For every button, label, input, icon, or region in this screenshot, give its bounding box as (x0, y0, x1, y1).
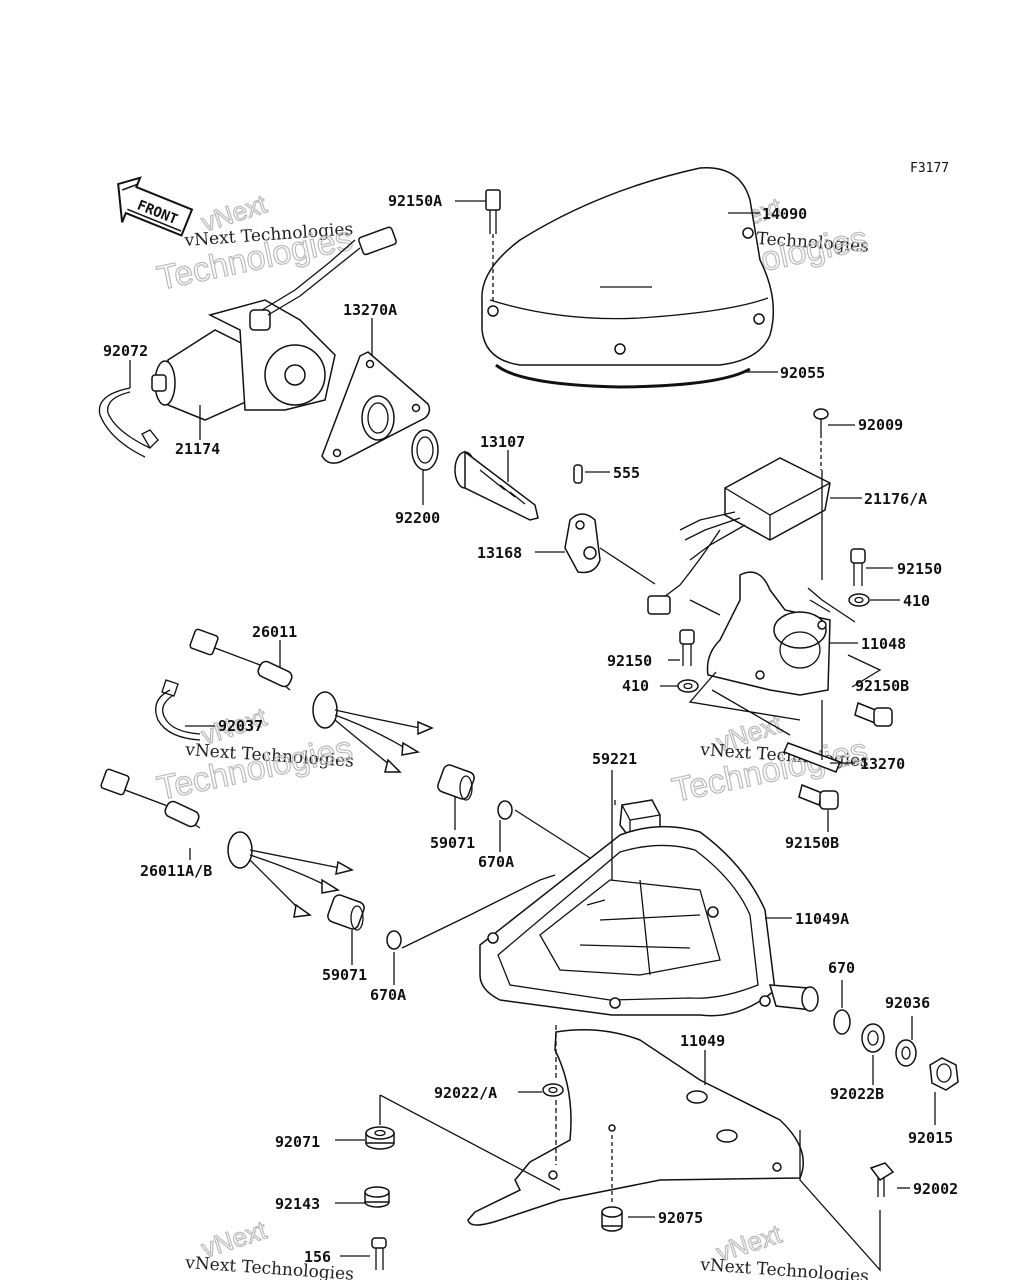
strap-92072 (98, 387, 159, 458)
label-670A-lower: 670A (370, 986, 406, 1004)
label-13270: 13270 (860, 755, 905, 773)
screw-156 (371, 1237, 387, 1270)
module-21176A (647, 457, 831, 615)
label-92150B-upper: 92150B (855, 677, 909, 695)
bolt-92150B-upper (854, 701, 893, 727)
strap-92037 (155, 679, 201, 741)
watermark-bottom-right: vNext vNext Technologies (699, 1218, 870, 1280)
label-92072: 92072 (103, 342, 148, 360)
label-92037: 92037 (218, 717, 263, 735)
link-13270 (782, 742, 841, 773)
fitting-59071-upper (437, 764, 475, 801)
label-92143: 92143 (275, 1195, 320, 1213)
label-11048: 11048 (861, 635, 906, 653)
svg-text:Technologies: Technologies (154, 729, 356, 807)
harness-26011AB (100, 768, 354, 918)
label-670: 670 (828, 959, 855, 977)
washer-92022A (542, 1083, 564, 1097)
part-labels: 92150A 14090 92055 92072 21174 13270A 92… (103, 192, 958, 1266)
oring-670A-lower (386, 930, 402, 950)
label-92022A: 92022/A (434, 1084, 497, 1102)
label-92022B: 92022B (830, 1085, 884, 1103)
label-410-left: 410 (622, 677, 649, 695)
collar-92143 (364, 1186, 390, 1208)
label-670A-upper: 670A (478, 853, 514, 871)
fitting-59071-lower (327, 894, 365, 931)
label-92075: 92075 (658, 1209, 703, 1227)
label-21174: 21174 (175, 440, 220, 458)
label-555: 555 (613, 464, 640, 482)
label-92071: 92071 (275, 1133, 320, 1151)
nut-92015 (929, 1057, 959, 1091)
gasket-92055 (495, 363, 751, 389)
label-59221: 59221 (592, 750, 637, 768)
bracket-11048 (706, 571, 831, 696)
label-14090: 14090 (762, 205, 807, 223)
bolt-92150A (485, 189, 501, 303)
grommet-92071 (365, 1126, 395, 1150)
label-92036: 92036 (885, 994, 930, 1012)
plate-13270A (321, 351, 431, 464)
oring-670 (833, 1009, 851, 1035)
shaft-13107 (454, 450, 539, 521)
watermark-top-left: vNext vNext Technologies Technologies (153, 188, 356, 299)
label-92200: 92200 (395, 509, 440, 527)
bolt-92002 (869, 1162, 895, 1197)
svg-text:vNext Technologies: vNext Technologies (699, 1255, 870, 1280)
label-410-right: 410 (903, 592, 930, 610)
label-59071-upper: 59071 (430, 834, 475, 852)
label-92150A: 92150A (388, 192, 442, 210)
housing-11049A (479, 825, 819, 1017)
label-92150B-lower: 92150B (785, 834, 839, 852)
label-92150-left: 92150 (607, 652, 652, 670)
cover-14090 (481, 167, 775, 366)
bolt-92150-left (679, 629, 695, 666)
screw-92009 (813, 408, 829, 470)
lever-13168 (564, 513, 601, 574)
washer-410-left (677, 679, 699, 693)
label-92150-right: 92150 (897, 560, 942, 578)
label-92009: 92009 (858, 416, 903, 434)
label-59071-lower: 59071 (322, 966, 367, 984)
label-26011AB: 26011A/B (140, 862, 212, 880)
svg-text:Technologies: Technologies (669, 731, 871, 809)
pin-555 (573, 464, 583, 484)
label-13270A: 13270A (343, 301, 397, 319)
oring-670A-upper (497, 800, 513, 820)
lockwasher-92036 (895, 1039, 917, 1067)
washer-92200 (411, 429, 439, 471)
label-11049: 11049 (680, 1032, 725, 1050)
diagram-code: F3177 (910, 161, 949, 176)
washer-92022B (861, 1023, 885, 1053)
label-13107: 13107 (480, 433, 525, 451)
label-156: 156 (304, 1248, 331, 1266)
label-92055: 92055 (780, 364, 825, 382)
washer-410-right (848, 593, 870, 607)
label-92015: 92015 (908, 1129, 953, 1147)
plate-11049 (467, 1029, 804, 1226)
motor-21174 (151, 226, 397, 421)
harness-26011 (189, 628, 434, 773)
label-21176A: 21176/A (864, 490, 927, 508)
label-92002: 92002 (913, 1180, 958, 1198)
bolt-92150-right (850, 548, 866, 586)
front-arrow-icon: FRONT (117, 176, 194, 237)
label-11049A: 11049A (795, 910, 849, 928)
label-26011: 26011 (252, 623, 297, 641)
label-13168: 13168 (477, 544, 522, 562)
grommet-92075 (601, 1206, 623, 1232)
bolt-92150B-lower (798, 783, 839, 810)
leader-lines (129, 200, 936, 1272)
